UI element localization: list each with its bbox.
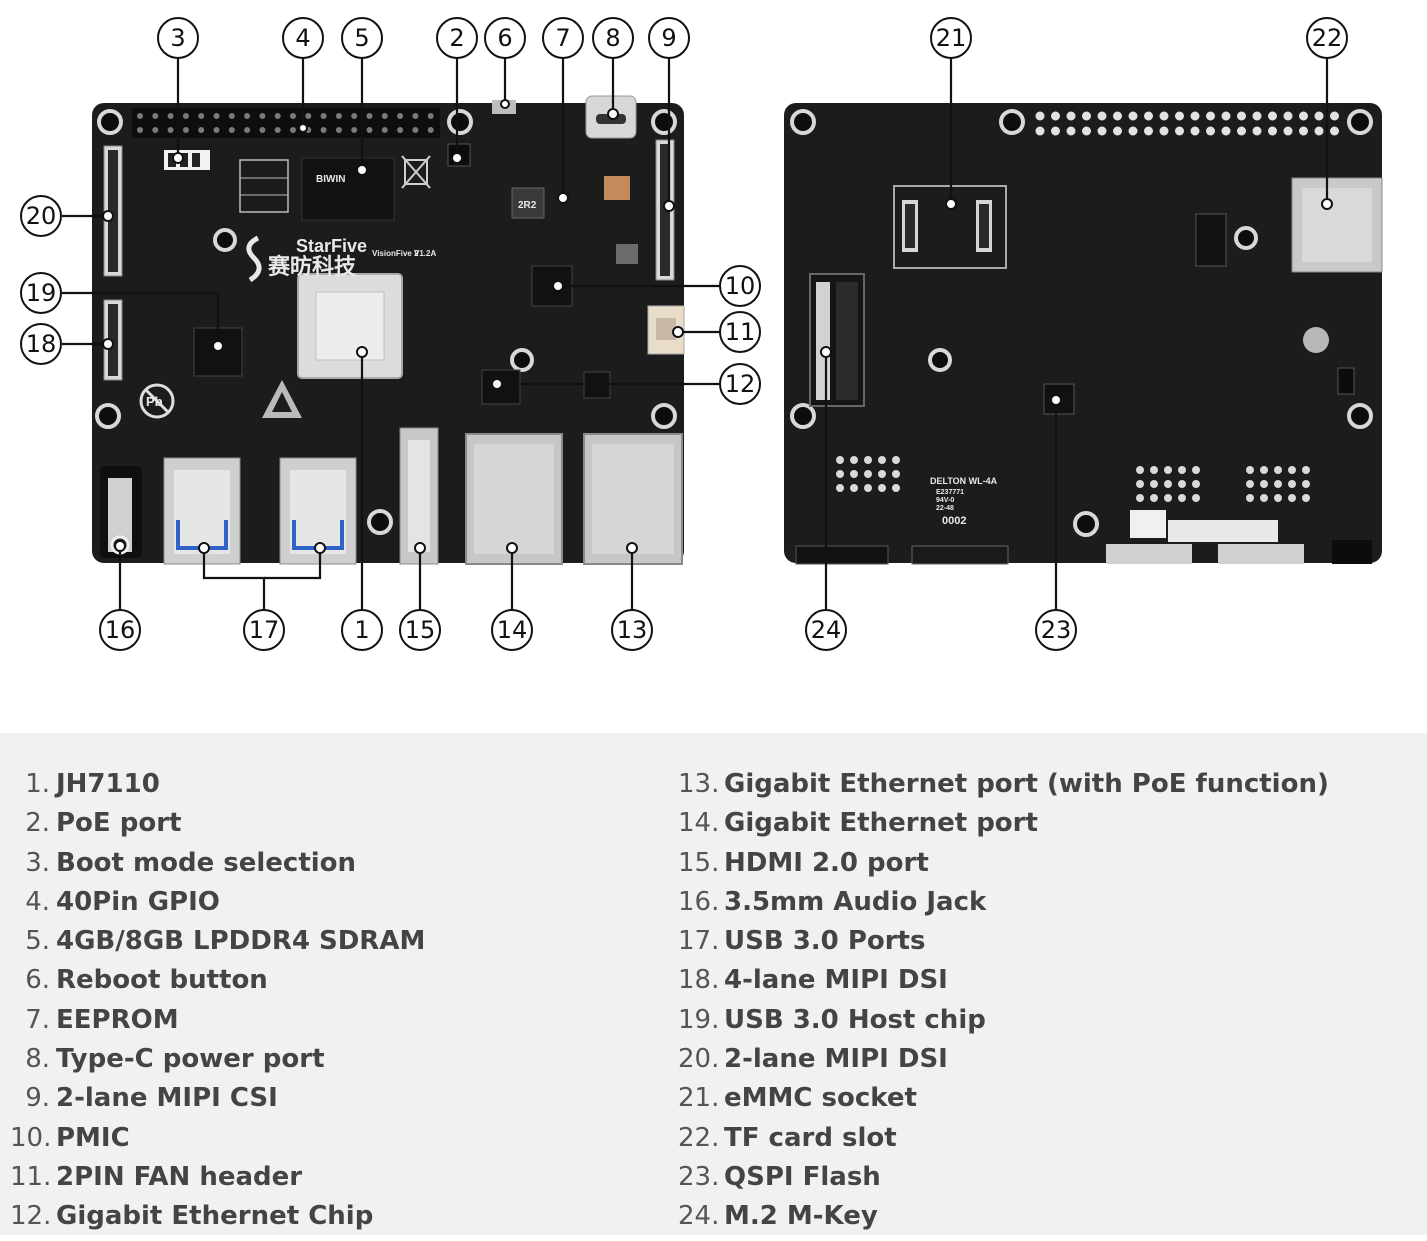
svg-text:16: 16 — [105, 616, 136, 644]
legend-item: 8.Type-C power port — [10, 1044, 425, 1083]
callout-21: 21 — [931, 18, 971, 58]
legend-item: 2.PoE port — [10, 808, 425, 847]
svg-text:Pb: Pb — [146, 394, 163, 409]
legend-item: 7.EEPROM — [10, 1005, 425, 1044]
callout-20: 20 — [21, 196, 61, 236]
svg-text:BIWIN: BIWIN — [316, 174, 345, 185]
legend-item: 18.4-lane MIPI DSI — [678, 965, 1329, 1004]
svg-text:23: 23 — [1041, 616, 1072, 644]
pcb-code4-text: 0002 — [942, 515, 966, 527]
svg-text:20: 20 — [26, 202, 57, 230]
svg-text:18: 18 — [26, 330, 57, 358]
callout-23: 23 — [1036, 610, 1076, 650]
legend-item: 20.2-lane MIPI DSI — [678, 1044, 1329, 1083]
callout-16: 16 — [100, 610, 140, 650]
svg-text:22: 22 — [1312, 24, 1343, 52]
legend-item: 16.3.5mm Audio Jack — [678, 887, 1329, 926]
callout-7: 7 — [543, 18, 583, 58]
callout-15: 15 — [400, 610, 440, 650]
back-board: DELTON WL-4A E237771 94V-0 22-48 0002 — [784, 103, 1382, 564]
legend-item: 15.HDMI 2.0 port — [678, 848, 1329, 887]
qr-label — [1130, 510, 1166, 538]
sdram-chip — [302, 158, 394, 220]
svg-text:7: 7 — [555, 24, 570, 52]
svg-text:5: 5 — [354, 24, 369, 52]
svg-text:4: 4 — [295, 24, 310, 52]
callout-24: 24 — [806, 610, 846, 650]
svg-text:1: 1 — [354, 616, 369, 644]
legend-item: 6.Reboot button — [10, 965, 425, 1004]
callout-6: 6 — [485, 18, 525, 58]
board-diagram: BIWIN 2R2 — [0, 0, 1427, 700]
callout-1: 1 — [342, 610, 382, 650]
legend-item: 10.PMIC — [10, 1123, 425, 1162]
callout-4: 4 — [283, 18, 323, 58]
legend-item: 13.Gigabit Ethernet port (with PoE funct… — [678, 769, 1329, 808]
legend-item: 1.JH7110 — [10, 769, 425, 808]
legend-column-right: 13.Gigabit Ethernet port (with PoE funct… — [678, 769, 1329, 1241]
svg-text:15: 15 — [405, 616, 436, 644]
callout-2: 2 — [437, 18, 477, 58]
back-pcb — [784, 103, 1382, 563]
legend-item: 19.USB 3.0 Host chip — [678, 1005, 1329, 1044]
legend-item: 11.2PIN FAN header — [10, 1162, 425, 1201]
callout-12: 12 — [720, 364, 760, 404]
callout-11: 11 — [720, 312, 760, 352]
pcb-maker-text: DELTON WL-4A — [930, 476, 998, 486]
svg-text:3: 3 — [170, 24, 185, 52]
callout-10: 10 — [720, 266, 760, 306]
legend-item: 21.eMMC socket — [678, 1083, 1329, 1122]
board-model-text: VisionFive 2 — [372, 249, 419, 258]
legend-item: 9.2-lane MIPI CSI — [10, 1083, 425, 1122]
legend-item: 14.Gigabit Ethernet port — [678, 808, 1329, 847]
board-rev-text: V1.2A — [414, 249, 436, 258]
callout-5: 5 — [342, 18, 382, 58]
callout-8: 8 — [593, 18, 633, 58]
pcb-code1-text: E237771 — [936, 489, 964, 496]
legend-item: 3.Boot mode selection — [10, 848, 425, 887]
callout-14: 14 — [492, 610, 532, 650]
legend-item: 22.TF card slot — [678, 1123, 1329, 1162]
legend-column-left: 1.JH7110 2.PoE port 3.Boot mode selectio… — [10, 769, 425, 1241]
legend-item: 23.QSPI Flash — [678, 1162, 1329, 1201]
svg-text:14: 14 — [497, 616, 528, 644]
pcb-code3-text: 22-48 — [936, 505, 954, 512]
svg-text:9: 9 — [661, 24, 676, 52]
svg-text:13: 13 — [617, 616, 648, 644]
callout-19: 19 — [21, 273, 61, 313]
logo-cn-text: 赛昉科技 — [267, 254, 357, 279]
svg-text:2: 2 — [449, 24, 464, 52]
svg-text:8: 8 — [605, 24, 620, 52]
front-board: BIWIN 2R2 — [92, 96, 684, 564]
callout-18: 18 — [21, 324, 61, 364]
legend-item: 17.USB 3.0 Ports — [678, 926, 1329, 965]
svg-text:12: 12 — [725, 370, 756, 398]
svg-text:6: 6 — [497, 24, 512, 52]
callout-17: 17 — [244, 610, 284, 650]
svg-text:24: 24 — [811, 616, 842, 644]
callout-9: 9 — [649, 18, 689, 58]
svg-text:17: 17 — [249, 616, 280, 644]
legend-item: 5.4GB/8GB LPDDR4 SDRAM — [10, 926, 425, 965]
svg-text:10: 10 — [725, 272, 756, 300]
logo-name-text: StarFive — [296, 236, 367, 256]
component-legend: 1.JH7110 2.PoE port 3.Boot mode selectio… — [0, 733, 1427, 1235]
svg-text:19: 19 — [26, 279, 57, 307]
svg-text:21: 21 — [936, 24, 967, 52]
callout-13: 13 — [612, 610, 652, 650]
callout-3: 3 — [158, 18, 198, 58]
pcb-code2-text: 94V-0 — [936, 497, 954, 504]
legend-item: 4.40Pin GPIO — [10, 887, 425, 926]
callout-22: 22 — [1307, 18, 1347, 58]
svg-text:11: 11 — [725, 318, 756, 346]
svg-text:2R2: 2R2 — [518, 200, 537, 211]
